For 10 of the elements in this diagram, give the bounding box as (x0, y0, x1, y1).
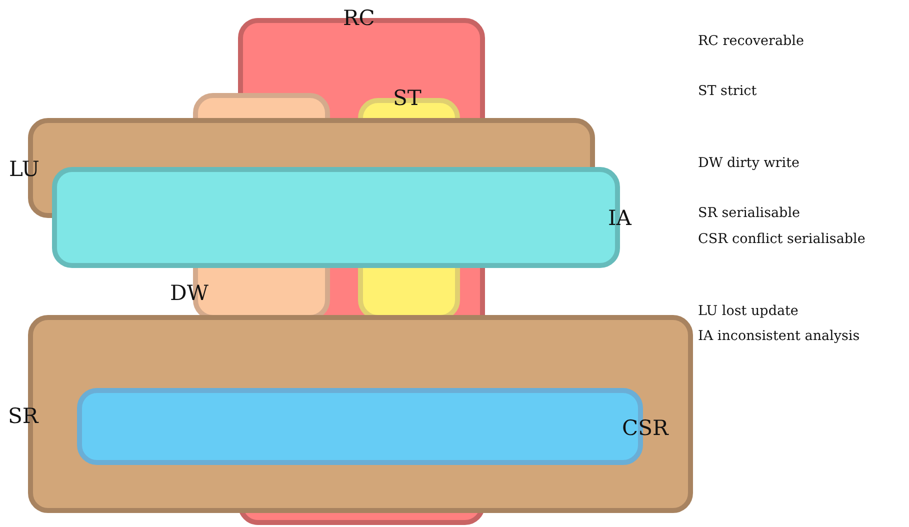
legend-note: ST strict (698, 83, 757, 99)
set-label: ST (393, 86, 422, 110)
legend-note: DW dirty write (698, 155, 800, 171)
legend-note: RC recoverable (698, 33, 804, 49)
legend-note: IA inconsistent analysis (698, 328, 860, 344)
legend-note: SR serialisable (698, 205, 800, 221)
set-label: RC (343, 6, 375, 30)
legend-note: CSR conflict serialisable (698, 231, 866, 247)
legend-note: LU lost update (698, 303, 798, 319)
set-label: DW (170, 281, 208, 305)
